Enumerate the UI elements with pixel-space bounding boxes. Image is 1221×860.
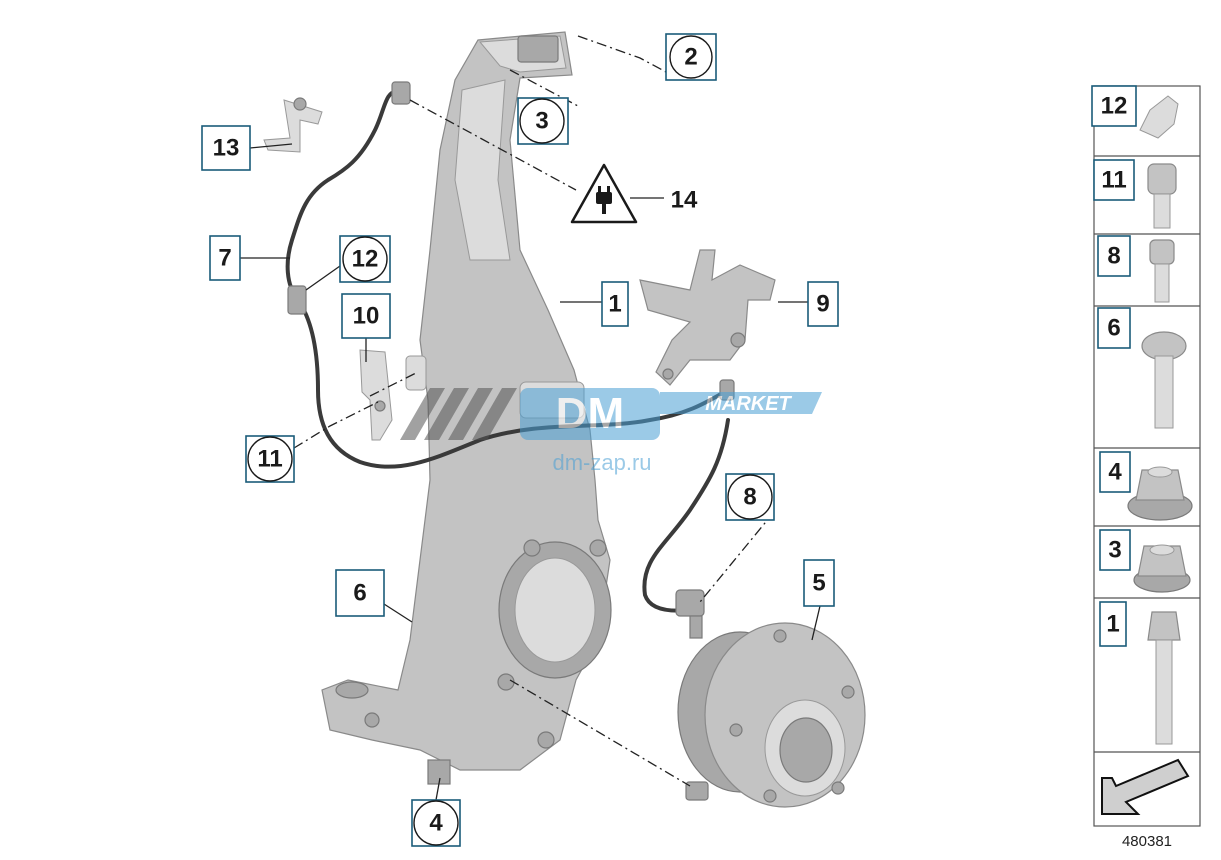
- panel-item-8: 8: [1097, 235, 1175, 303]
- callout-label: 12: [352, 246, 379, 273]
- callout-label: 2: [684, 44, 697, 71]
- panel-label: 12: [1101, 93, 1128, 120]
- socket-bolt-icon: [1147, 163, 1177, 229]
- callout-6: 6: [335, 569, 385, 617]
- electrical-plug-warning-icon: [570, 163, 638, 224]
- callout-label: 7: [218, 245, 231, 272]
- callout-label: 3: [535, 108, 548, 135]
- assembly-arrow-icon: [1101, 758, 1190, 815]
- callout-12: 12: [339, 235, 391, 283]
- torx-bolt-icon: [1141, 331, 1187, 429]
- flange-nut-icon: [1133, 544, 1191, 593]
- callout-label: 4: [429, 810, 443, 837]
- panel-label: 3: [1108, 537, 1121, 564]
- cable-clip: [263, 97, 323, 153]
- callout-1: 1: [601, 281, 629, 327]
- callout-4: 4: [411, 799, 461, 847]
- callout-14: 14: [671, 187, 698, 214]
- hex-bolt-icon: [1147, 611, 1181, 745]
- callout-11: 11: [245, 435, 295, 483]
- watermark-logo: DM: [556, 389, 624, 438]
- clip-icon: [1139, 95, 1179, 139]
- callout-label: 13: [213, 135, 240, 162]
- panel-item-1: 1: [1099, 601, 1181, 745]
- brake-pad-wear-sensor: [642, 418, 730, 639]
- callout-label: 8: [743, 484, 756, 511]
- watermark-word: MARKET: [705, 393, 792, 415]
- wheel-hub-bearing: [677, 622, 866, 808]
- panel-label: 11: [1101, 167, 1126, 194]
- panel-item-12: 12: [1091, 85, 1179, 139]
- callout-label: 10: [353, 303, 380, 330]
- callout-label: 6: [353, 580, 366, 607]
- callout-label: 1: [608, 291, 621, 318]
- callout-7: 7: [209, 235, 241, 281]
- panel-item-4: 4: [1099, 451, 1193, 521]
- panel-label: 6: [1107, 315, 1120, 342]
- watermark: DM MARKET dm-zap.ru: [400, 388, 822, 475]
- callout-5: 5: [803, 559, 835, 607]
- panel-label: 8: [1107, 243, 1120, 270]
- hardware-side-panel: 12 11 8 6: [1091, 85, 1201, 827]
- cable-holder: [359, 349, 393, 441]
- flange-nut-icon: [1127, 466, 1193, 521]
- panel-item-6: 6: [1097, 307, 1187, 429]
- callout-10: 10: [341, 293, 391, 339]
- watermark-site: dm-zap.ru: [552, 450, 651, 475]
- diagram-number: 480381: [1122, 833, 1172, 850]
- panel-label: 4: [1108, 459, 1122, 486]
- callout-label: 14: [671, 187, 698, 214]
- callout-label: 9: [816, 291, 829, 318]
- callout-3: 3: [517, 97, 569, 145]
- steering-knuckle: [321, 31, 612, 785]
- panel-item-11: 11: [1093, 159, 1177, 229]
- callout-9: 9: [807, 281, 839, 327]
- panel-item-3: 3: [1099, 529, 1191, 593]
- sensor-bracket: [639, 249, 776, 386]
- panel-label: 1: [1106, 611, 1119, 638]
- callout-label: 11: [257, 446, 282, 473]
- callout-8: 8: [725, 473, 775, 521]
- callout-2: 2: [665, 33, 717, 81]
- socket-bolt-icon: [1149, 239, 1175, 303]
- callout-label: 5: [812, 570, 825, 597]
- callout-13: 13: [201, 125, 251, 171]
